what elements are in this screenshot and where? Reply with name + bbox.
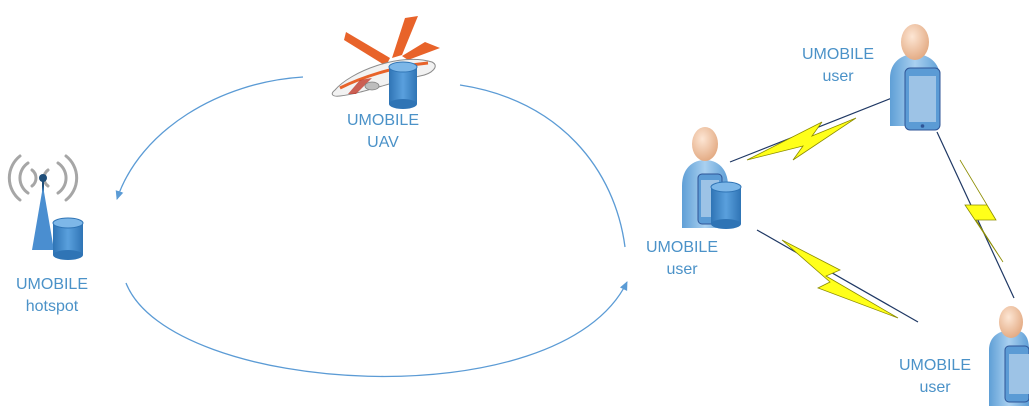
user-top-node xyxy=(890,24,941,131)
user-center-node xyxy=(682,127,742,229)
lightning-bolt-icon xyxy=(746,117,857,161)
database-icon xyxy=(388,61,418,109)
lightning-bolt-icon xyxy=(959,159,1004,263)
arrow-to-user xyxy=(459,84,626,248)
wireless-signal-icon xyxy=(7,154,79,202)
airplane-icon xyxy=(331,16,440,97)
arrow-hotspot-to-user xyxy=(125,281,628,378)
user-top-label: UMOBILE user xyxy=(798,44,878,88)
database-icon xyxy=(710,181,742,229)
smartphone-icon xyxy=(904,67,941,131)
user-top-label-line2: user xyxy=(822,68,854,85)
uav-node xyxy=(331,16,440,109)
user-center-label: UMOBILE user xyxy=(642,237,722,281)
user-top-label-line1: UMOBILE xyxy=(801,46,874,63)
smartphone-icon xyxy=(1004,345,1029,403)
user-bottom-label-line2: user xyxy=(919,379,951,396)
user-bottom-label: UMOBILE user xyxy=(895,355,975,399)
user-bottom-node xyxy=(989,306,1029,406)
arrow-uav-to-hotspot xyxy=(115,76,304,200)
uav-label-line2: UAV xyxy=(367,134,399,151)
hotspot-label: UMOBILE hotspot xyxy=(12,274,92,318)
user-center-label-line1: UMOBILE xyxy=(645,239,718,256)
hotspot-node xyxy=(7,154,84,260)
user-bottom-label-line1: UMOBILE xyxy=(898,357,971,374)
database-icon xyxy=(52,217,84,260)
link-line-center-bottom xyxy=(756,229,919,323)
lightning-bolt-icon xyxy=(781,239,899,319)
user-center-label-line2: user xyxy=(666,261,698,278)
antenna-tower-icon xyxy=(32,174,54,250)
hotspot-label-line1: UMOBILE xyxy=(15,276,88,293)
uav-label-line1: UMOBILE xyxy=(346,112,419,129)
hotspot-label-line2: hotspot xyxy=(25,298,79,315)
uav-label: UMOBILE UAV xyxy=(338,110,428,154)
